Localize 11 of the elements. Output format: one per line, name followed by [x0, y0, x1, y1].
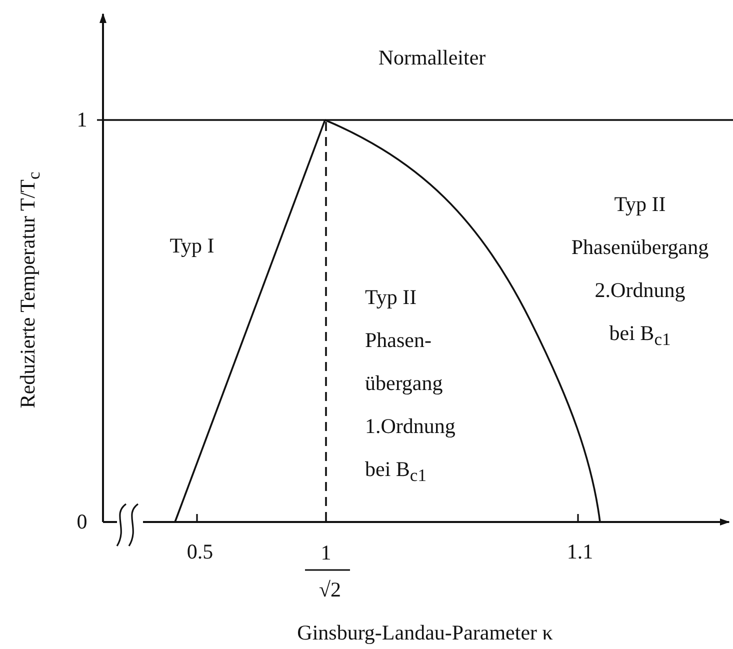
axis-title: Ginsburg-Landau-Parameter κ	[297, 620, 553, 646]
tick-label: √2	[318, 577, 342, 603]
region-label: Typ II Phasen- übergang 1.Ordnung bei B$_{c1}$	[365, 284, 456, 488]
tick-label: 0.5	[186, 539, 214, 565]
tick-label: 0	[76, 509, 88, 535]
region-label: Typ II Phasenübergang 2.Ordnung bei B$_{c1}$	[571, 191, 709, 352]
tick-label: 1.1	[566, 539, 594, 565]
region-label: Typ I	[170, 233, 214, 259]
region-label: Normalleiter	[378, 45, 486, 71]
tick-label: 1	[76, 107, 88, 133]
tick-label: 1	[320, 540, 332, 566]
